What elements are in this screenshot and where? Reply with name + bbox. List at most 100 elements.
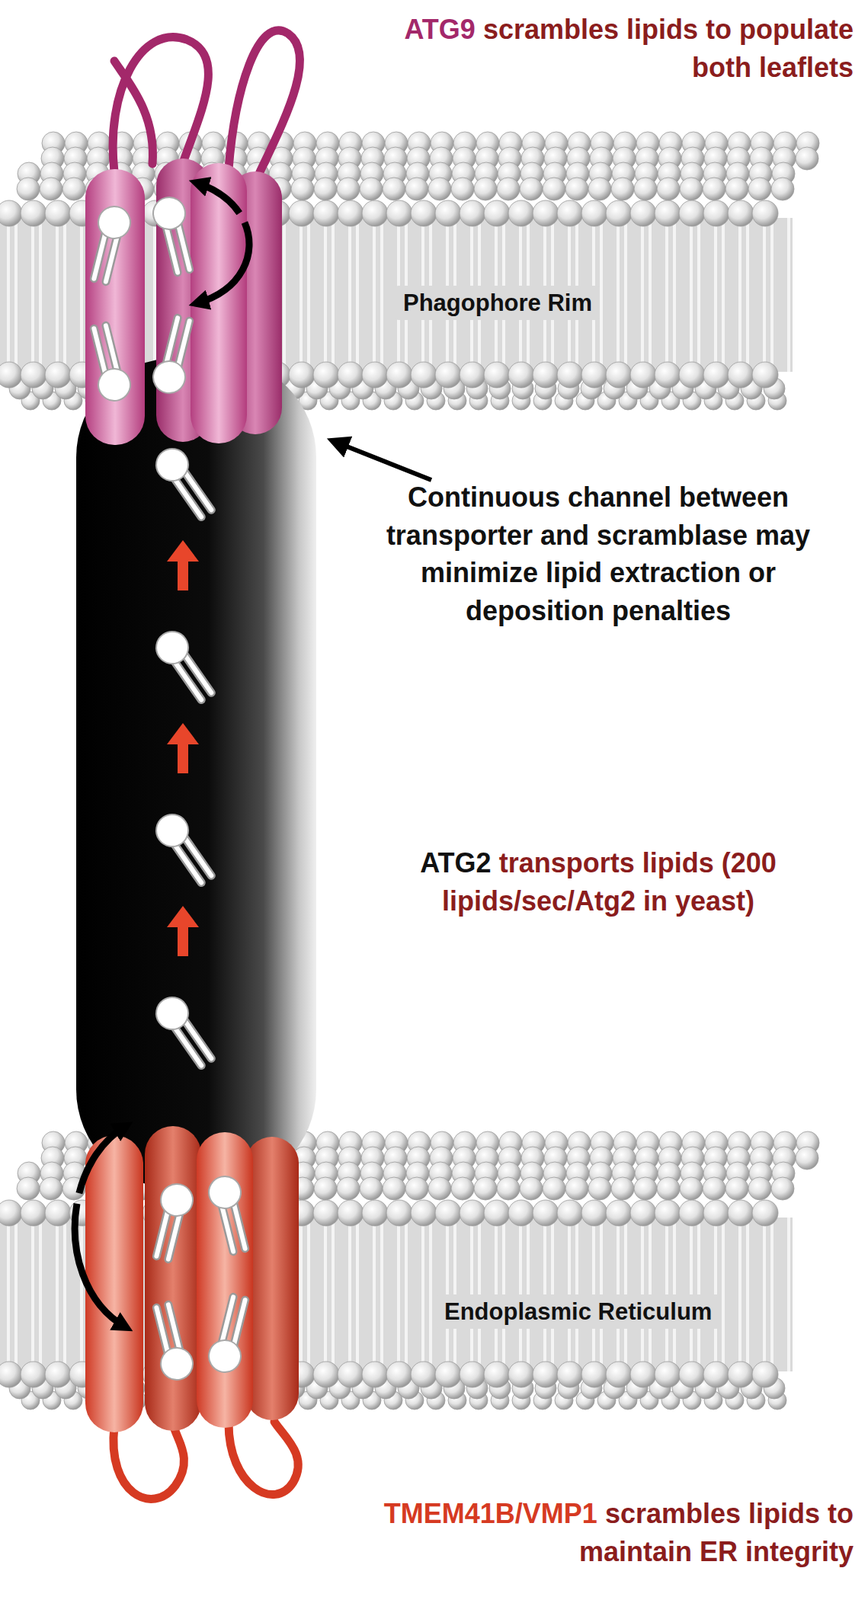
atg9-protein (84, 30, 301, 446)
lipid-head (459, 1361, 486, 1388)
lipid-head (630, 361, 657, 388)
lipid-head (679, 177, 703, 201)
lipid-head (679, 1200, 705, 1227)
caption-text: transports lipids (200 lipids/sec/Atg2 i… (442, 847, 777, 917)
lipid-head (44, 1361, 71, 1388)
lipid-head (634, 177, 657, 201)
caption-text: Continuous channel between transporter a… (386, 481, 811, 627)
lipid-head (654, 200, 681, 227)
lipid-head (451, 1177, 475, 1201)
lipid-head (459, 200, 486, 227)
lipid-head (605, 1200, 632, 1227)
flow-arrow (166, 906, 199, 957)
lipid-head (288, 200, 315, 227)
lipid-head (474, 177, 497, 201)
lipid-head (428, 1177, 452, 1201)
lipid-head (727, 1361, 754, 1388)
lipid (150, 991, 220, 1072)
lipid-head (459, 1200, 486, 1227)
lipid-head (727, 361, 754, 388)
lipid-head (410, 1200, 437, 1227)
atg2-tube (76, 358, 317, 1189)
lipid-head (44, 361, 71, 388)
membrane-label: Endoplasmic Reticulum (436, 1294, 720, 1330)
lipid-head (359, 1177, 383, 1201)
lipid (84, 323, 135, 404)
lipid-head (451, 177, 475, 201)
lipid-head (386, 200, 413, 227)
lipid-head (557, 1361, 583, 1388)
lipid-head (459, 361, 486, 388)
lipid-head (565, 1177, 589, 1201)
scramble-arrow (196, 182, 250, 304)
atg9-loops (112, 30, 300, 174)
lipid-head (605, 361, 632, 388)
lipid-head (435, 361, 462, 388)
lipid-head (435, 200, 462, 227)
lipid-head (62, 177, 86, 201)
lipid-head (20, 361, 47, 388)
lipid (84, 203, 135, 285)
lipid-head (0, 200, 23, 227)
lipid-head (39, 1177, 63, 1201)
lipid-head (679, 1177, 703, 1201)
lipid-head (605, 200, 632, 227)
lipid-head (20, 200, 47, 227)
tube-body (76, 358, 317, 1189)
lipid (150, 194, 200, 276)
membrane-band: Phagophore Rim (395, 285, 600, 321)
lipid-head (483, 1361, 510, 1388)
lipid-head (565, 177, 589, 201)
lipid-head (703, 1200, 730, 1227)
lipid-head (410, 200, 437, 227)
lipid-head (428, 177, 452, 201)
atg9-caption: ATG9scrambles lipids to populate both le… (381, 10, 854, 87)
lipid-head (508, 200, 535, 227)
caption-text: ATG9 (403, 13, 475, 45)
lipid-head (725, 177, 749, 201)
lipid-head (313, 361, 340, 388)
lipid (205, 1294, 256, 1376)
lipid-head (630, 1361, 657, 1388)
lipid-head (588, 1177, 612, 1201)
lipid (150, 625, 220, 706)
lipid-head (386, 361, 413, 388)
flow-arrow (166, 723, 199, 774)
lipid-head (752, 200, 779, 227)
lipid-head (44, 1200, 71, 1227)
lipid-head (656, 177, 680, 201)
lipid-head (337, 361, 364, 388)
lipid (147, 1181, 197, 1262)
callout-pointer (335, 442, 432, 481)
lipid-head (702, 1177, 726, 1201)
lipid-head (752, 1361, 779, 1388)
lipid-head (359, 177, 383, 201)
lipid-head (532, 1361, 559, 1388)
lipid-head (795, 1146, 819, 1170)
lipid-head (703, 1361, 730, 1388)
lipid-head (748, 1177, 772, 1201)
lipid-head (748, 177, 772, 201)
lipid-head (725, 1177, 749, 1201)
lipid-head (410, 1361, 437, 1388)
lipid-head (508, 1200, 535, 1227)
lipid-head (291, 177, 314, 201)
lipid-head (630, 1200, 657, 1227)
lipid-head (361, 200, 388, 227)
lipid-head (542, 1177, 566, 1201)
er-scramblase-caption: TMEM41B/VMP1scrambles lipids to maintain… (358, 1495, 854, 1571)
lipid-head (313, 1200, 340, 1227)
lipid-head (656, 1177, 680, 1201)
lipid-head (679, 1361, 705, 1388)
transported-lipids (150, 442, 220, 1072)
lipid (150, 315, 200, 397)
lipid-head (542, 177, 566, 201)
lipid-head (727, 200, 754, 227)
lipid-head (703, 361, 730, 388)
er-protein-loops (113, 1422, 298, 1499)
lipid-head (288, 361, 315, 388)
lipid-head (679, 200, 705, 227)
lipid-head (581, 1200, 608, 1227)
lipid-head (703, 200, 730, 227)
